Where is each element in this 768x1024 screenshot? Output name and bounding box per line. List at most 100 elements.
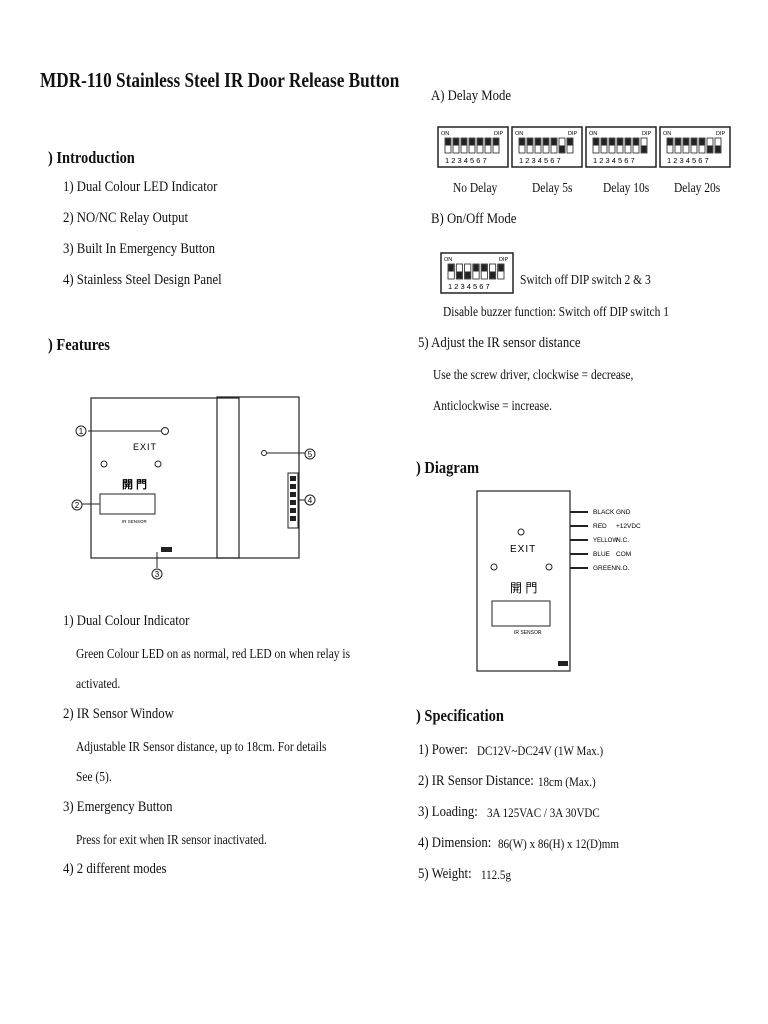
sensor-label: IR SENSOR (122, 519, 148, 524)
spec-label: 5) Weight: (418, 866, 472, 882)
dip-numbers: 1 2 3 4 5 6 7 (593, 156, 635, 165)
intro-item: 4) Stainless Steel Design Panel (63, 272, 222, 288)
diagram-heading: ) Diagram (416, 458, 480, 477)
led-indicator (517, 528, 525, 536)
onoff-mode-heading: B) On/Off Mode (431, 211, 517, 227)
spec-value: 86(W) x 86(H) x 12(D)mm (498, 836, 619, 851)
onoff-note: Switch off DIP switch 2 & 3 (520, 272, 651, 287)
dip-label: DIP (494, 131, 504, 137)
specification-heading: ) Specification (416, 706, 504, 725)
delay-option: No Delay (453, 180, 498, 195)
adjust-desc: Anticlockwise = increase. (433, 398, 552, 413)
callout-5 (304, 448, 316, 460)
panel-outline (476, 490, 571, 672)
feature-desc: See (5). (76, 769, 112, 784)
wire-signal: N.O. (616, 565, 630, 572)
delay-option: Delay 5s (532, 180, 573, 195)
dip-switch-2: ON DIP 1 2 3 4 5 6 7 (511, 126, 583, 168)
front-panel (90, 397, 240, 559)
callout-2 (71, 499, 83, 511)
features-diagram: 1 EXIT 開 門 2 IR SENSOR 3 5 4 (71, 396, 316, 580)
screw-hole (154, 460, 162, 468)
page-title: MDR-110 Stainless Steel IR Door Release … (40, 68, 400, 92)
feature-title: 1) Dual Colour Indicator (63, 613, 190, 629)
wire-signal: COM (616, 551, 631, 558)
delay-option: Delay 10s (603, 180, 650, 195)
chinese-label: 開 門 (122, 478, 147, 491)
dip-on-label: ON (441, 131, 449, 137)
screw-hole (100, 460, 108, 468)
wire-signal: GND (616, 509, 631, 516)
features-heading: ) Features (48, 335, 110, 354)
dip-numbers: 1 2 3 4 5 6 7 (667, 156, 709, 165)
exit-label: EXIT (133, 442, 157, 452)
spec-label: 4) Dimension: (418, 835, 492, 851)
dip-label: DIP (716, 131, 726, 137)
callout-4-label: 4 (308, 496, 313, 505)
feature-title: 2) IR Sensor Window (63, 706, 174, 722)
buzzer-note: Disable buzzer function: Switch off DIP … (443, 304, 669, 319)
spec-value: DC12V~DC24V (1W Max.) (477, 743, 604, 758)
feature-desc: activated. (76, 676, 121, 691)
exit-label: EXIT (510, 544, 536, 555)
dip-on-label: ON (515, 131, 523, 137)
wire-color: YELLOW (593, 538, 618, 544)
wire-list: BLACK GND RED +12VDC YELLOW N.C. BLUE CO… (570, 509, 641, 572)
dip-numbers: 1 2 3 4 5 6 7 (445, 156, 487, 165)
adjust-screw (261, 450, 267, 456)
feature-desc: Press for exit when IR sensor inactivate… (76, 832, 267, 847)
spec-label: 3) Loading: (418, 804, 478, 820)
callout-1 (75, 425, 87, 437)
back-panel (216, 396, 300, 559)
wire-color: BLUE (593, 551, 611, 558)
wire-signal: +12VDC (616, 523, 641, 530)
sensor-label: IR SENSOR (514, 630, 542, 636)
spec-value: 3A 125VAC / 3A 30VDC (487, 805, 600, 820)
wire-color: BLACK (593, 509, 615, 516)
delay-mode-heading: A) Delay Mode (431, 88, 512, 104)
ir-sensor-window (99, 493, 156, 515)
emergency-button (558, 661, 568, 666)
dip-label: DIP (642, 131, 652, 137)
dip-numbers: 1 2 3 4 5 6 7 (519, 156, 561, 165)
dip-switch-3: ON DIP 1 2 3 4 5 6 7 (585, 126, 657, 168)
wire-color: RED (593, 523, 607, 530)
dip-on-label: ON (444, 257, 452, 263)
dip-on-label: ON (589, 131, 597, 137)
intro-item: 3) Built In Emergency Button (63, 241, 216, 257)
callout-2-label: 2 (75, 501, 80, 510)
spec-value: 112.5g (481, 867, 511, 882)
callout-5-label: 5 (308, 450, 313, 459)
intro-item: 1) Dual Colour LED Indicator (63, 179, 218, 195)
dip-label: DIP (568, 131, 578, 137)
introduction-heading: ) Introduction (48, 148, 135, 167)
led-indicator (161, 427, 169, 435)
dip-switch-1: ON DIP 1 2 3 4 5 6 7 (437, 126, 509, 168)
callout-1-label: 1 (79, 427, 84, 436)
callout-3 (151, 568, 163, 580)
chinese-label: 開 門 (510, 581, 537, 595)
adjust-title: 5) Adjust the IR sensor distance (418, 335, 581, 351)
dip-switch-4: ON DIP 1 2 3 4 5 6 7 (659, 126, 731, 168)
spec-value: 18cm (Max.) (538, 774, 596, 789)
wire-signal: N.C. (616, 537, 629, 544)
adjust-desc: Use the screw driver, clockwise = decrea… (433, 367, 634, 382)
screw-hole (545, 563, 553, 571)
feature-title: 4) 2 different modes (63, 861, 167, 877)
wiring-diagram: EXIT 開 門 IR SENSOR BLACK GND RED +12VDC … (476, 490, 641, 672)
feature-desc: Adjustable IR Sensor distance, up to 18c… (76, 739, 327, 754)
callout-4 (304, 494, 316, 506)
dip-label: DIP (499, 257, 509, 263)
delay-option: Delay 20s (674, 180, 721, 195)
feature-desc: Green Colour LED on as normal, red LED o… (76, 646, 351, 661)
spec-label: 2) IR Sensor Distance: (418, 773, 534, 789)
screw-hole (490, 563, 498, 571)
ir-sensor-window (491, 600, 551, 627)
dip-on-label: ON (663, 131, 671, 137)
spec-label: 1) Power: (418, 742, 468, 758)
intro-item: 2) NO/NC Relay Output (63, 210, 189, 226)
emergency-button (161, 547, 172, 552)
delay-dip-switches: ON DIP 1 2 3 4 5 6 7 ON DIP 1 2 3 4 5 6 7 ON DI… (437, 126, 731, 168)
